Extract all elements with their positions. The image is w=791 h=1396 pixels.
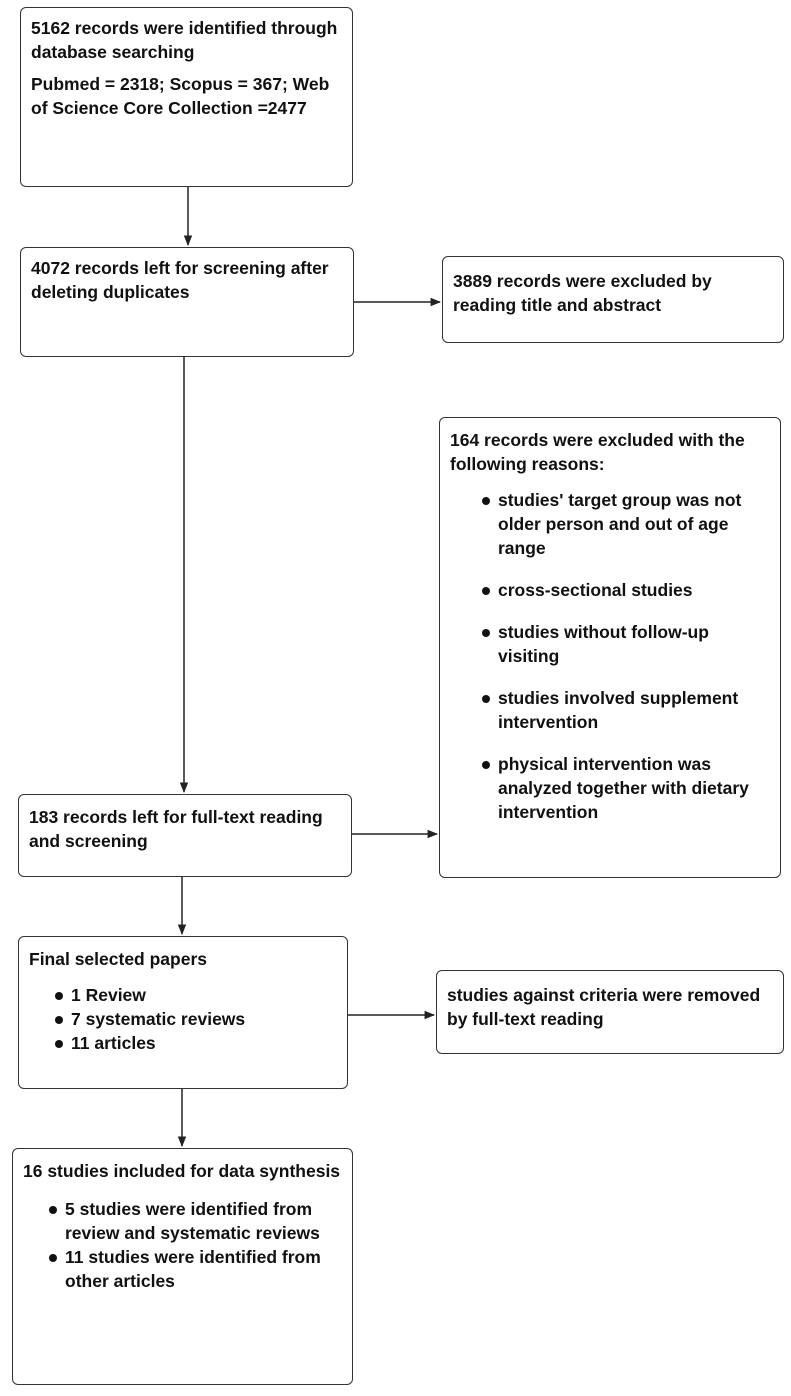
screening-text: 4072 records left for screening after de…: [31, 258, 329, 302]
excluded-title-text: 3889 records were excluded by reading ti…: [453, 271, 712, 315]
screening-box: 4072 records left for screening after de…: [20, 247, 354, 357]
synthesis-item: 11 studies were identified from other ar…: [23, 1245, 342, 1293]
database-counts: Pubmed = 2318; Scopus = 367; Web of Scie…: [31, 74, 330, 118]
excluded-title-box: 3889 records were excluded by reading ti…: [442, 256, 784, 343]
reason-item: physical intervention was analyzed toget…: [450, 752, 770, 824]
synthesis-box: 16 studies included for data synthesis 5…: [12, 1148, 353, 1385]
fulltext-box: 183 records left for full-text reading a…: [18, 794, 352, 877]
reason-item: studies' target group was not older pers…: [450, 488, 770, 560]
final-item: 7 systematic reviews: [29, 1007, 337, 1031]
excluded-reasons-box: 164 records were excluded with the follo…: [439, 417, 781, 878]
reason-item: studies without follow-up visiting: [450, 620, 770, 668]
reason-item: cross-sectional studies: [450, 578, 770, 602]
identified-box: 5162 records were identified through dat…: [20, 7, 353, 187]
identified-text: 5162 records were identified through dat…: [31, 18, 338, 62]
final-box: Final selected papers 1 Review 7 systema…: [18, 936, 348, 1089]
synthesis-heading: 16 studies included for data synthesis: [23, 1161, 341, 1181]
removed-text: studies against criteria were removed by…: [447, 985, 761, 1029]
reason-item: studies involved supplement intervention: [450, 686, 770, 734]
synthesis-item: 5 studies were identified from review an…: [23, 1197, 342, 1245]
final-list: 1 Review 7 systematic reviews 11 article…: [29, 983, 337, 1055]
fulltext-text: 183 records left for full-text reading a…: [29, 807, 323, 851]
excluded-reasons-heading: 164 records were excluded with the follo…: [450, 430, 745, 474]
synthesis-list: 5 studies were identified from review an…: [23, 1197, 342, 1293]
final-item: 1 Review: [29, 983, 337, 1007]
excluded-reasons-list: studies' target group was not older pers…: [450, 488, 770, 824]
final-heading: Final selected papers: [29, 949, 207, 969]
removed-box: studies against criteria were removed by…: [436, 970, 784, 1054]
final-item: 11 articles: [29, 1031, 337, 1055]
